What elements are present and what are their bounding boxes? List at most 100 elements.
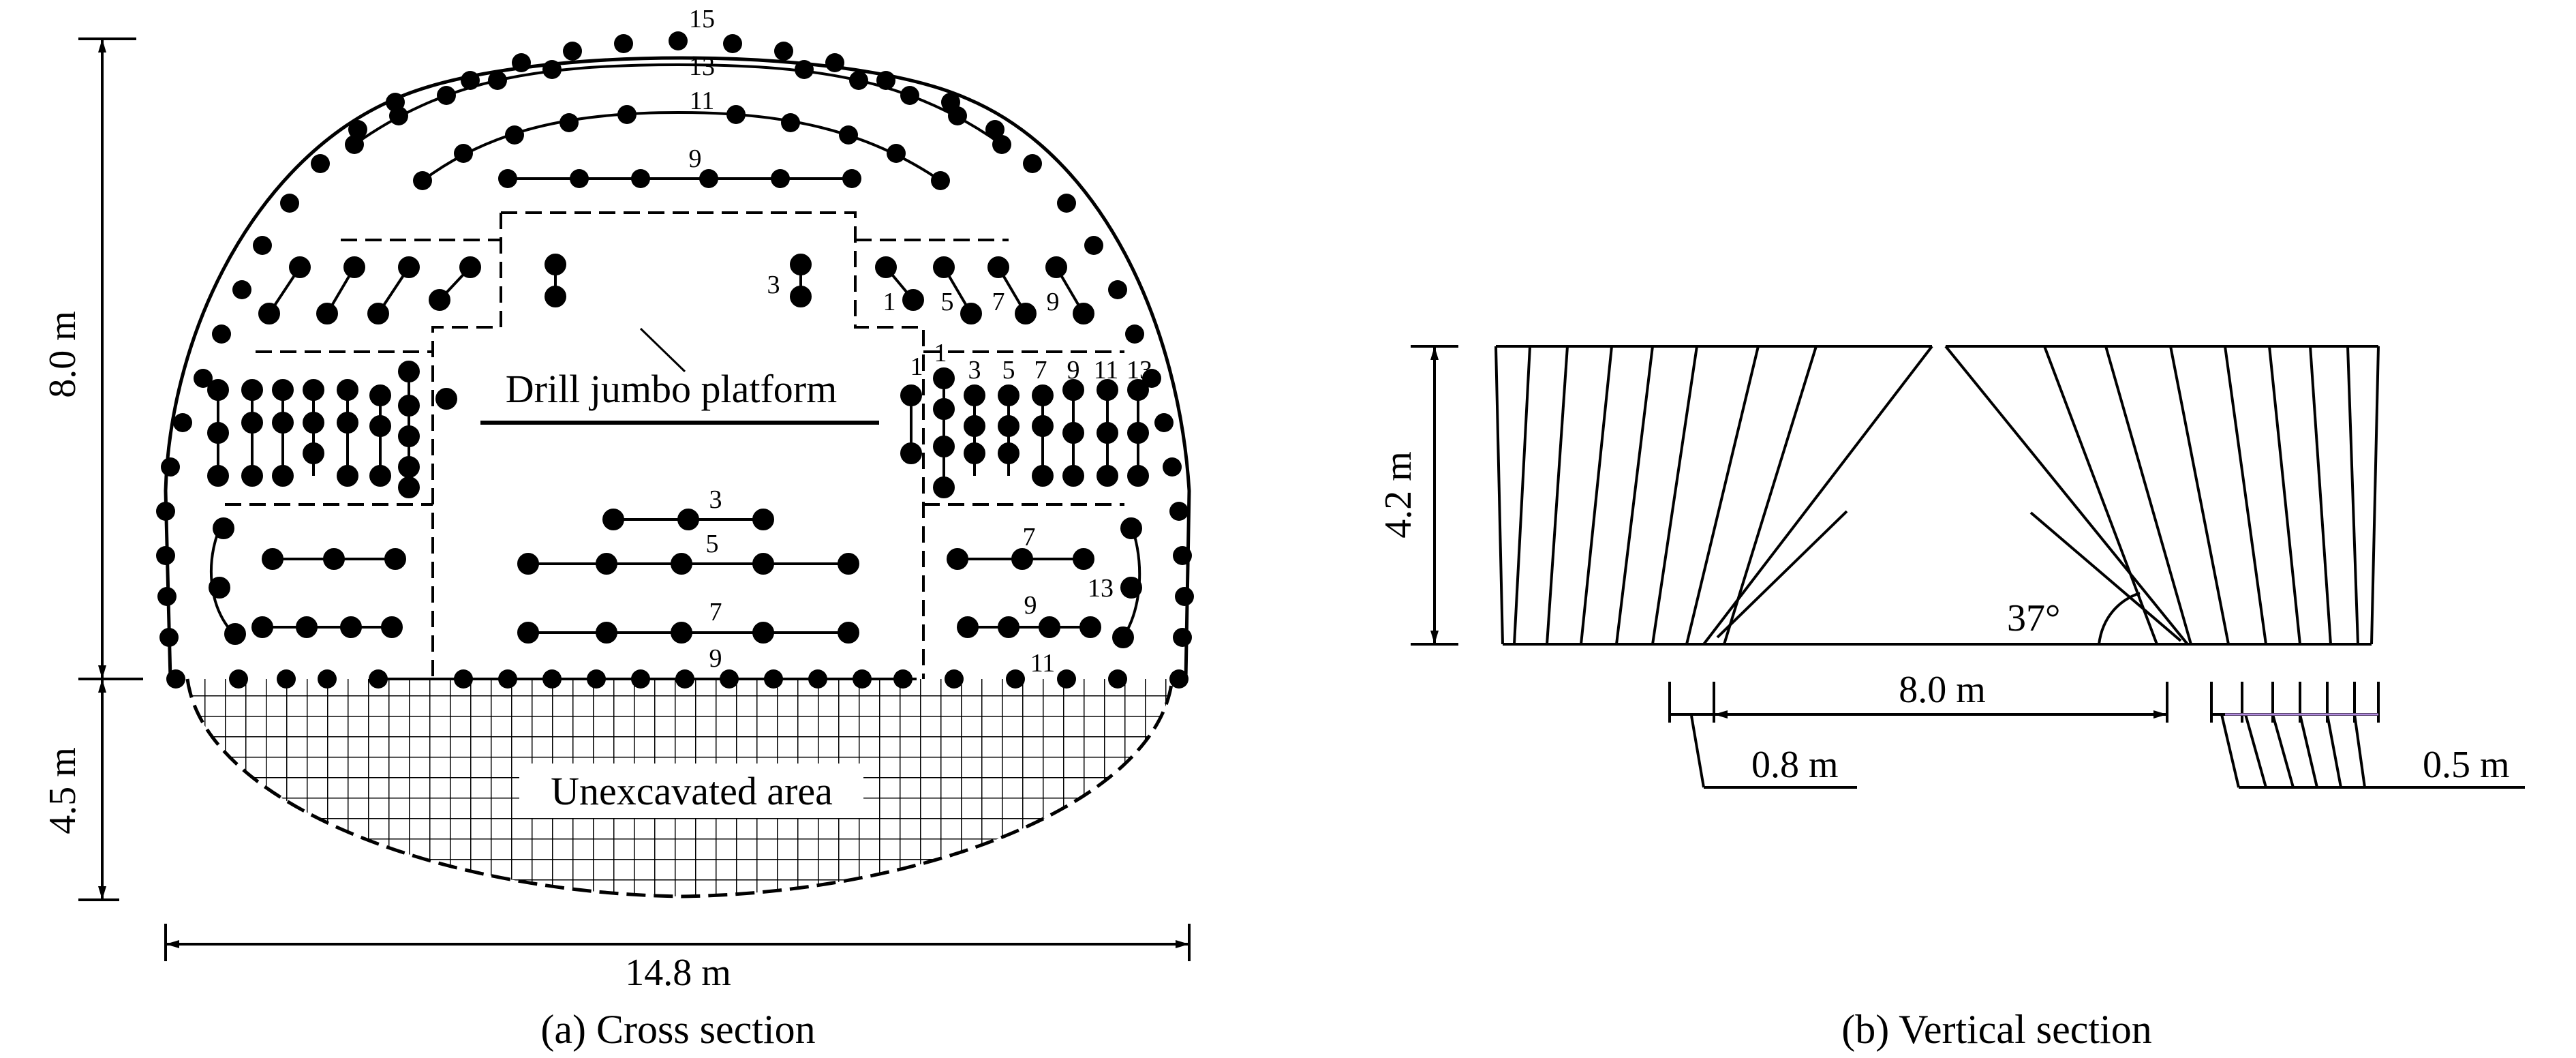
lower-center-number-9: 9: [709, 644, 722, 673]
width-label: 14.8 m: [625, 952, 731, 994]
hole: [1173, 628, 1192, 647]
bench-right-number-5: 5: [1002, 356, 1015, 384]
hole: [1173, 546, 1192, 565]
vertical-height-dimension: [1411, 345, 1458, 646]
hole: [173, 413, 192, 432]
bench-left: [207, 361, 457, 498]
lower-right-number-7: 7: [1023, 523, 1036, 551]
hole: [617, 105, 637, 124]
hole: [992, 135, 1011, 154]
hole: [280, 194, 299, 213]
lower-center-number-7: 7: [709, 598, 722, 626]
lower-right-number-13: 13: [1088, 574, 1114, 603]
hole: [161, 457, 180, 477]
hole: [194, 369, 213, 388]
hole: [1154, 413, 1174, 432]
upper-left-inclined: [258, 256, 481, 324]
cross-section-caption: (a) Cross section: [540, 1007, 815, 1052]
hole: [156, 502, 175, 521]
hole: [1169, 669, 1189, 689]
height-dimension: [78, 37, 143, 901]
hole: [887, 144, 906, 163]
height-upper-label: 8.0 m: [42, 311, 84, 398]
hole: [389, 106, 408, 125]
bench-right: [900, 367, 1149, 498]
hole: [498, 169, 517, 188]
hole: [559, 113, 579, 132]
hole: [570, 169, 589, 188]
tunnel-outline: [164, 56, 1191, 680]
upper-right-number-5: 5: [941, 288, 954, 316]
upper-right-number-7: 7: [992, 288, 1005, 316]
hole: [795, 60, 814, 79]
lower-center-number-5: 5: [706, 530, 719, 558]
lower-right-holes: [947, 517, 1142, 648]
vertical-section-caption: (b) Vertical section: [1841, 1007, 2151, 1052]
platform-leader: [639, 327, 686, 373]
length-dimension: [1668, 682, 2168, 723]
hole: [488, 71, 507, 90]
hole: [699, 169, 718, 188]
hole: [159, 628, 179, 647]
hole: [825, 53, 844, 72]
vertical-height-label: 4.2 m: [1377, 451, 1420, 539]
hole: [669, 31, 688, 50]
hole: [156, 546, 175, 565]
bench-right-number-13: 13: [1126, 356, 1152, 384]
hole: [311, 154, 330, 173]
hole: [1163, 457, 1182, 477]
bench-right-number-11: 11: [1094, 356, 1119, 384]
hole: [345, 135, 364, 154]
length-label: 8.0 m: [1899, 669, 1986, 711]
section-left-edge: [1494, 346, 1504, 645]
hole: [505, 125, 524, 145]
hole: [563, 42, 582, 61]
hole: [253, 236, 272, 255]
hole: [348, 120, 367, 139]
height-lower-label: 4.5 m: [42, 747, 84, 834]
hole: [437, 86, 456, 105]
hole: [454, 144, 473, 163]
hole: [1108, 280, 1127, 299]
hole: [512, 53, 531, 72]
vertical-section: 37° 4.2 m 8.0 m 0.8 m: [1377, 345, 2525, 1052]
hole: [157, 587, 177, 606]
hole: [948, 106, 967, 125]
hole: [1057, 194, 1076, 213]
hole: [212, 324, 231, 344]
hole: [1175, 587, 1194, 606]
left-offset-label: 0.8 m: [1751, 744, 1839, 786]
lower-right-number-11: 11: [1030, 649, 1056, 678]
bench-right-number-1b: 1: [934, 339, 947, 367]
left-fan-holes: [1513, 345, 1933, 646]
arch-number-15: 15: [689, 5, 715, 33]
bench-right-number-7: 7: [1034, 356, 1047, 384]
unexcavated-region: Unexcavated area: [185, 678, 1174, 898]
hole: [232, 280, 251, 299]
platform-label: Drill jumbo platform: [506, 367, 838, 411]
hole: [985, 120, 1005, 139]
hole: [726, 105, 746, 124]
arch-number-9: 9: [689, 145, 702, 173]
arch-number-13: 13: [689, 52, 715, 81]
cut-holes: [545, 254, 812, 307]
hole: [849, 71, 868, 90]
hole: [781, 113, 800, 132]
hole: [842, 169, 861, 188]
hole: [839, 125, 858, 145]
upper-right-number-9: 9: [1047, 288, 1060, 316]
section-right-edge: [2370, 346, 2380, 645]
hole: [413, 171, 432, 190]
platform-outline: [225, 211, 1124, 679]
lower-center-holes: [517, 509, 859, 644]
lower-right-number-9: 9: [1024, 591, 1037, 620]
arch-number-11: 11: [690, 87, 715, 115]
hole: [774, 42, 793, 61]
lower-center-number-3: 3: [709, 485, 722, 514]
cross-section: Unexcavated area Drill jumbo platform: [42, 5, 1194, 1052]
bench-right-number-3: 3: [968, 356, 981, 384]
angle-arc: [2098, 592, 2141, 645]
row-9: [498, 169, 861, 188]
hole: [931, 171, 950, 190]
